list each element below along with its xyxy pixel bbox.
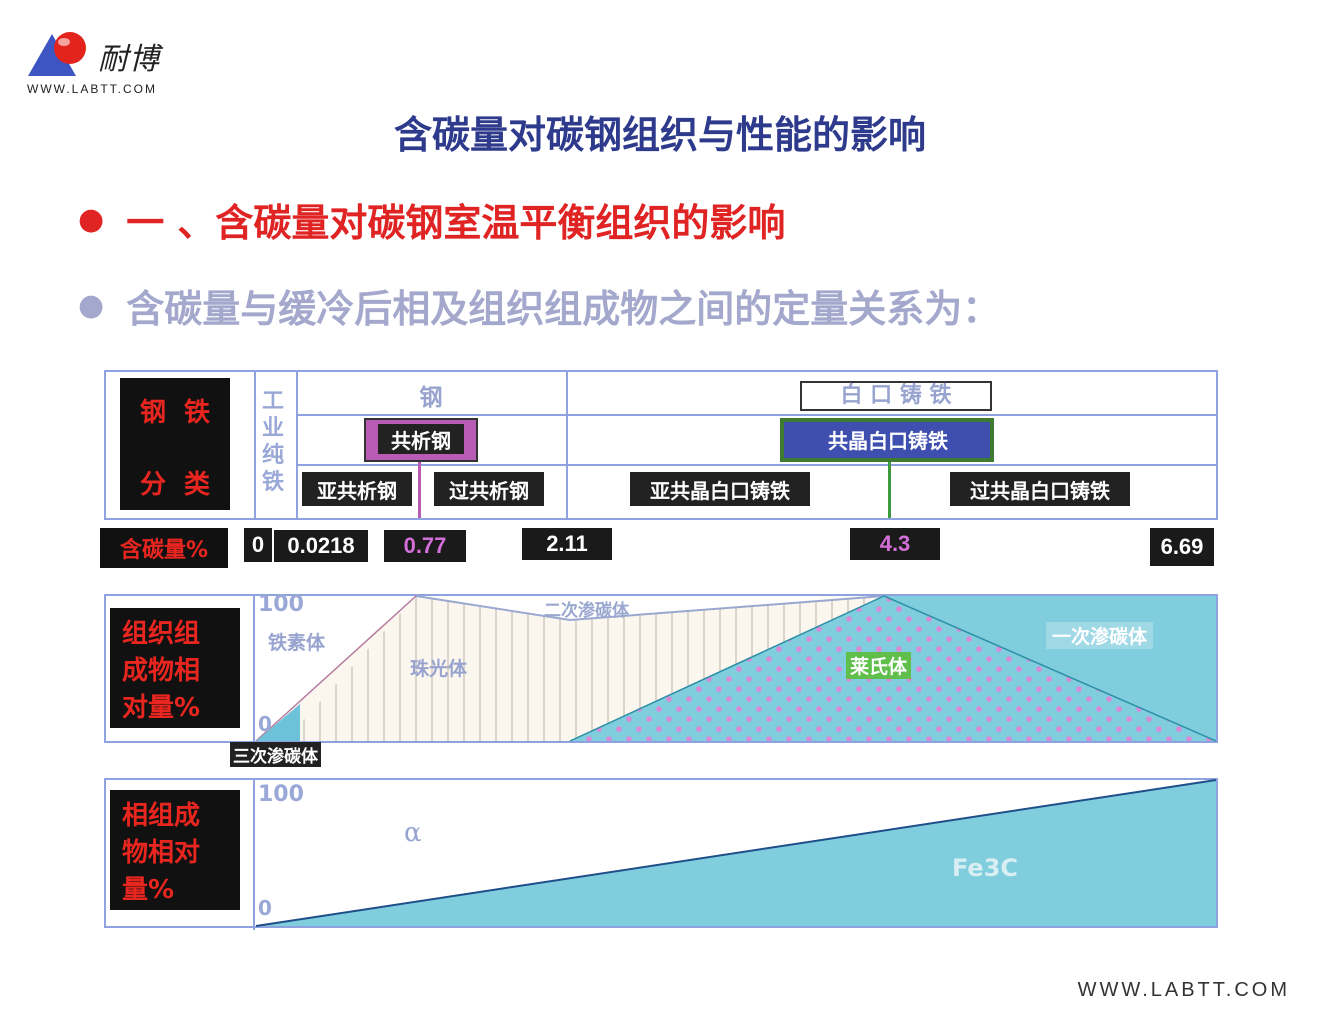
divider — [296, 370, 298, 518]
structure-constituents-diagram — [104, 594, 1218, 744]
bullet-1: ● 一 、含碳量对碳钢室温平衡组织的影响 — [78, 192, 785, 247]
page-title: 含碳量对碳钢组织与性能的影响 — [393, 113, 926, 157]
structure-axis-top: 100 — [258, 592, 304, 617]
eutectic-marker — [888, 462, 891, 518]
logo-url: WWW.LABTT.COM — [27, 82, 157, 96]
white-cast-iron-label: 白 口 铸 铁 — [800, 381, 992, 411]
phase-panel-label-line: 物相对 — [122, 838, 201, 868]
carbon-value-2.11: 2.11 — [522, 528, 612, 560]
boundary-line — [569, 595, 885, 742]
structure-panel-label: 组织组 成物相 对量% — [110, 608, 240, 728]
carbon-value-4.3: 4.3 — [850, 528, 940, 560]
bullet-dot-icon: ● — [78, 288, 105, 323]
pearlite-label: 珠光体 — [410, 658, 468, 680]
carbon-value-6.69: 6.69 — [1150, 528, 1214, 566]
ledeburite-label: 莱氏体 — [846, 652, 912, 679]
secondary-cementite-line — [415, 595, 885, 622]
tertiary-cementite-label: 三次渗碳体 — [230, 742, 321, 767]
eutectic-white-iron-box — [780, 418, 994, 462]
alpha-label: α — [404, 818, 422, 848]
hypoeutectoid-steel-label: 亚共析钢 — [302, 472, 412, 506]
secondary-cementite-label: 二次渗碳体 — [544, 601, 629, 621]
carbon-scale-label: 含碳量% — [100, 528, 228, 568]
eutectic-white-iron-label: 共晶白口铸铁 — [828, 428, 948, 453]
boundary-line — [883, 595, 1217, 742]
phase-axis-top: 100 — [258, 782, 304, 807]
divider — [566, 370, 568, 518]
primary-cementite-label: 一次渗碳体 — [1046, 622, 1154, 649]
phase-axis-bottom: 0 — [258, 896, 272, 920]
classification-label-top: 钢 铁 — [139, 398, 211, 428]
structure-panel-label-line: 对量% — [122, 693, 201, 723]
hypereutectoid-steel-label: 过共析钢 — [434, 472, 544, 506]
ferrite-label: 铁素体 — [268, 632, 326, 654]
bullet-1-text: 一 、含碳量对碳钢室温平衡组织的影响 — [126, 201, 786, 245]
phase-panel-label: 相组成 物相对 量% — [110, 790, 240, 910]
bullet-dot-icon: ● — [78, 202, 105, 237]
structure-panel-label-line: 组织组 — [122, 619, 201, 649]
eutectoid-marker — [418, 462, 421, 518]
ferrite-boundary — [255, 595, 417, 742]
footer-url: WWW.LABTT.COM — [1077, 979, 1290, 1001]
structure-axis-bottom: 0 — [258, 712, 272, 736]
classification-label-bottom: 分 类 — [139, 470, 211, 500]
carbon-value-0.77: 0.77 — [384, 530, 466, 562]
carbon-value-0.0218: 0.0218 — [274, 530, 368, 562]
bullet-2: ● 含碳量与缓冷后相及组织组成物之间的定量关系为： — [78, 278, 1000, 333]
phase-panel-label-line: 量% — [122, 875, 175, 905]
logo-name: 耐博 — [98, 42, 160, 77]
divider — [296, 414, 1216, 416]
phase-constituents-diagram — [104, 778, 1218, 930]
pure-iron-label: 工业纯铁 — [262, 389, 285, 495]
classification-frame — [104, 370, 1218, 520]
structure-panel-label-line: 成物相 — [122, 656, 201, 686]
divider — [296, 464, 1216, 466]
phase-panel-label-line: 相组成 — [122, 801, 201, 831]
logo-icon — [28, 32, 86, 76]
divider — [254, 370, 256, 518]
fe3c-label: Fe3C — [952, 854, 1019, 882]
tertiary-cementite-region — [256, 704, 300, 741]
carbon-value-0: 0 — [244, 528, 272, 562]
phase-boundary — [255, 779, 1217, 927]
pearlite-hatch — [300, 596, 884, 741]
steel-label: 钢 — [419, 385, 443, 411]
hypoeutectic-white-iron-label: 亚共晶白口铸铁 — [630, 472, 810, 506]
eutectoid-steel-label: 共析钢 — [378, 424, 464, 454]
bullet-2-text: 含碳量与缓冷后相及组织组成物之间的定量关系为： — [126, 287, 1001, 331]
classification-label — [120, 378, 230, 510]
hypereutectic-white-iron-label: 过共晶白口铸铁 — [950, 472, 1130, 506]
